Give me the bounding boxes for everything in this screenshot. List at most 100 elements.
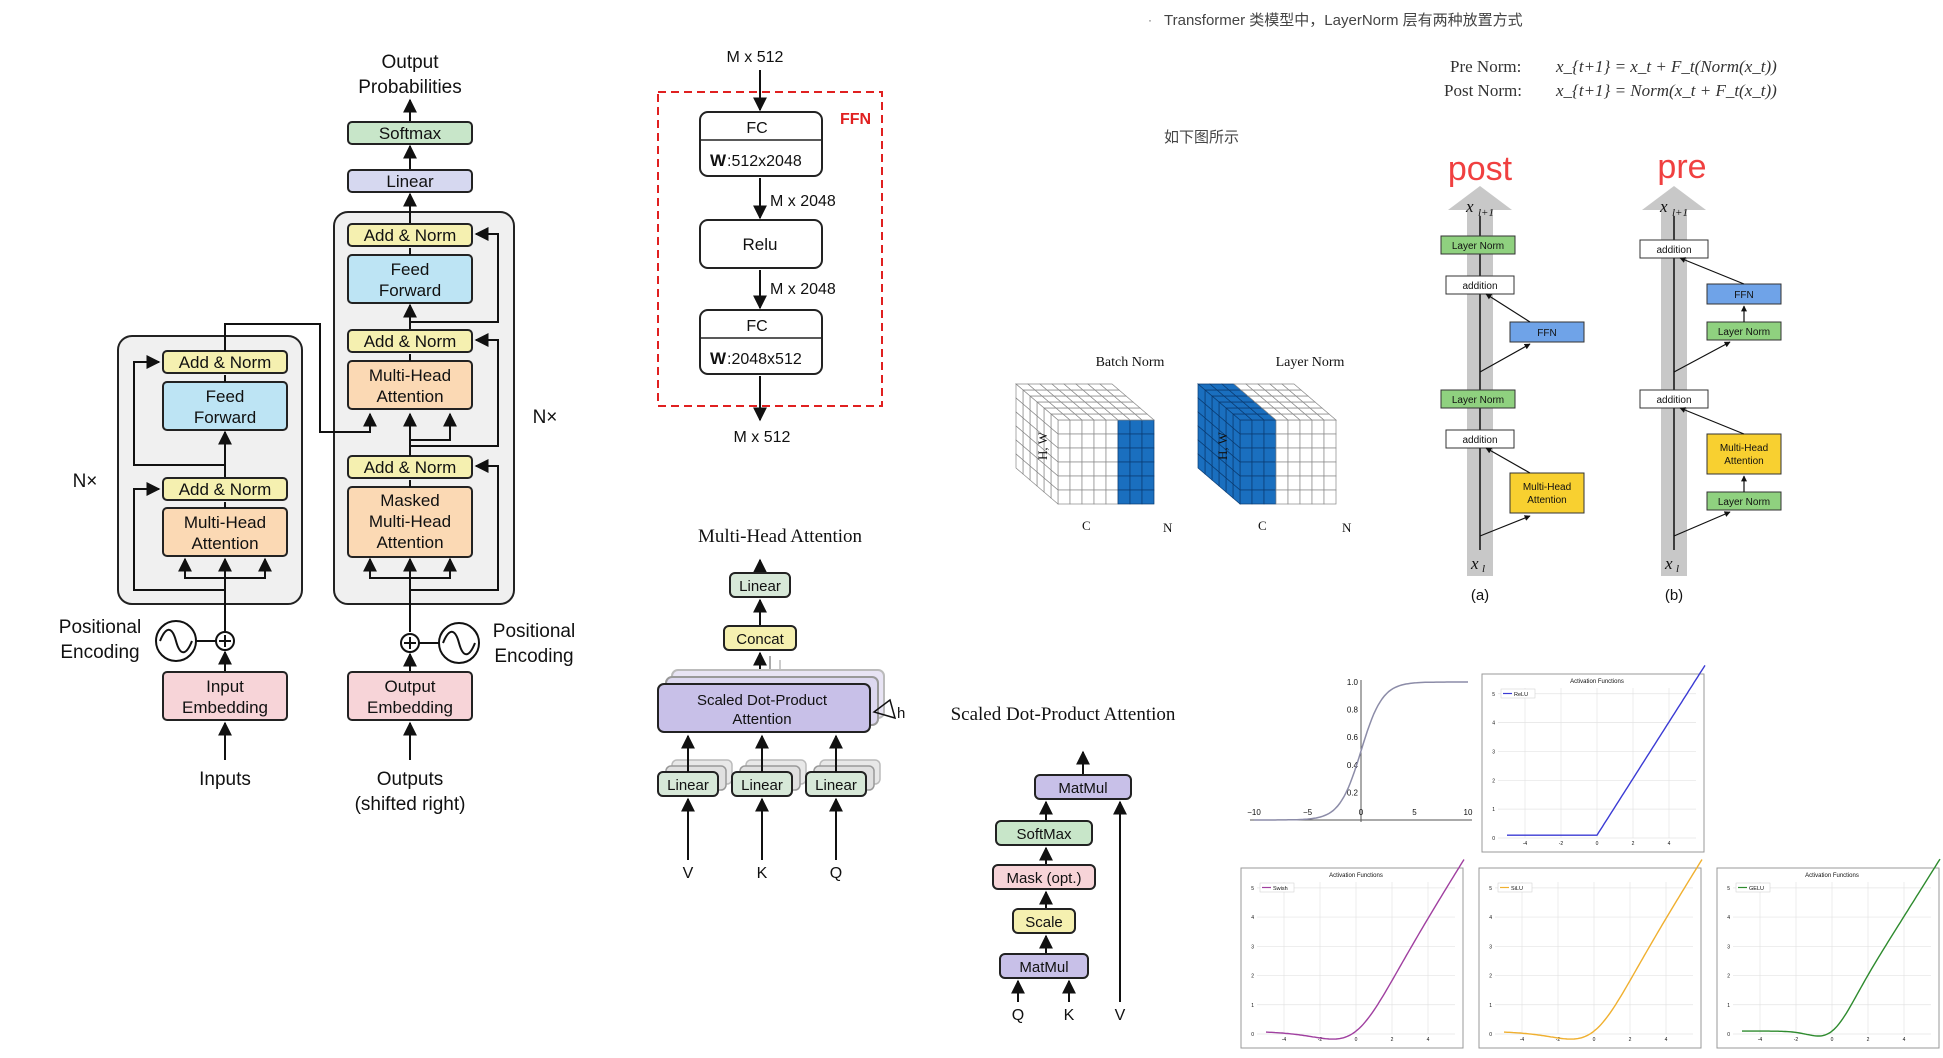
decoder-ffn-line2: Forward	[379, 281, 441, 300]
batch-cube-cell	[1093, 461, 1107, 477]
batch-axis-c: C	[1082, 518, 1091, 533]
plot-x-tick: 0	[1593, 1037, 1596, 1043]
layer-cube-cell	[1323, 475, 1337, 491]
mha-sdpa-line1: Scaled Dot-Product	[697, 692, 828, 709]
fc2-w-dims: :2048x512	[727, 351, 802, 368]
layer-cube-cell	[1239, 475, 1253, 491]
layer-cube-cell	[1275, 475, 1289, 491]
batch-cube-cell	[1129, 447, 1143, 463]
plot-x-tick: 4	[1668, 841, 1671, 847]
layer-cube-cell	[1299, 475, 1313, 491]
encoder-mha-line1: Multi-Head	[184, 513, 266, 532]
plot-legend-box	[1500, 688, 1536, 699]
fc1-w-dims: :512x2048	[727, 153, 802, 170]
layer-cube-cell	[1281, 383, 1302, 391]
batch-cube-cell	[1141, 475, 1155, 491]
layer-cube-cell	[1251, 433, 1265, 449]
layer-cube-cell	[1311, 419, 1325, 435]
mha-concat: Concat	[736, 631, 784, 648]
plot-y-tick: 3	[1489, 944, 1492, 950]
plot-legend-label: SiLU	[1511, 886, 1523, 892]
batch-cube-cell	[1117, 419, 1131, 435]
sdpa-matmul-bottom: MatMul	[1019, 959, 1068, 976]
layer-cube-cell	[1323, 489, 1337, 505]
plot-y-tick: 5	[1492, 692, 1495, 698]
input-embedding-line2: Embedding	[182, 698, 268, 717]
ffn-dashed-box	[657, 91, 883, 407]
plot-y-tick: 2	[1251, 974, 1254, 980]
batch-cube-cell	[1105, 419, 1119, 435]
norm-cubes: Batch Norm Layer Norm H, W H, W C N C N	[1015, 355, 1352, 535]
plot-x-tick: -4	[1520, 1037, 1525, 1043]
mha-linear-v: Linear	[667, 777, 709, 794]
layer-cube-cell	[1263, 461, 1277, 477]
layer-cube-cell	[1251, 475, 1265, 491]
plot-title: Activation Functions	[1805, 873, 1859, 879]
layer-cube-cell	[1239, 489, 1253, 505]
bullet-icon: ·	[1148, 13, 1152, 27]
sigmoid-x-tick: 0	[1359, 808, 1364, 817]
ffn-diagram: M x 512 FFN FC W :512x2048 M x 2048 Relu…	[657, 49, 883, 446]
encoder-ffn-line1: Feed	[206, 387, 245, 406]
batch-cube-cell	[1117, 475, 1131, 491]
post-x-bottom-sub: l	[1482, 563, 1485, 575]
post-layernorm-bottom: Layer Norm	[1452, 395, 1504, 406]
post-mha-2: Attention	[1527, 495, 1566, 506]
layer-cube-cell	[1311, 447, 1325, 463]
plot-y-tick: 4	[1489, 915, 1492, 921]
layer-cube-cell	[1275, 447, 1289, 463]
sdpa-title: Scaled Dot-Product Attention	[951, 704, 1176, 725]
outputs-label-2: (shifted right)	[355, 794, 466, 815]
plot-y-tick: 4	[1251, 915, 1254, 921]
batch-cube-cell	[1093, 489, 1107, 505]
plot-legend-box	[1735, 882, 1771, 893]
layer-cube-cell	[1251, 447, 1265, 463]
pre-ffn: FFN	[1734, 290, 1753, 301]
batch-cube-cell	[1093, 433, 1107, 449]
plot-y-tick: 1	[1489, 1003, 1492, 1009]
plot-x-tick: 4	[1903, 1037, 1906, 1043]
batch-cube-cell	[1117, 489, 1131, 505]
pre-x-bottom-sub: l	[1676, 563, 1679, 575]
decoder-add-norm-1: Add & Norm	[364, 458, 457, 477]
mha-linear-q: Linear	[815, 777, 857, 794]
batch-cube-cell	[1129, 475, 1143, 491]
sdpa-scale: Scale	[1025, 914, 1063, 931]
sigmoid-y-tick: 0.8	[1347, 706, 1359, 715]
plot-x-tick: -2	[1556, 1037, 1561, 1043]
layer-norm-title: Layer Norm	[1276, 355, 1345, 370]
softmax-label: Softmax	[379, 124, 442, 143]
caption-a: (a)	[1471, 587, 1489, 604]
post-mha-1: Multi-Head	[1523, 482, 1571, 493]
plot-x-tick: -2	[1794, 1037, 1799, 1043]
layer-cube-cell	[1263, 433, 1277, 449]
batch-cube-cell	[1069, 461, 1083, 477]
output-probabilities-label-2: Probabilities	[358, 77, 462, 98]
layer-cube-cell	[1239, 419, 1253, 435]
plot-y-tick: 0	[1492, 836, 1495, 842]
layer-cube-cell	[1263, 419, 1277, 435]
plot-legend-label: GELU	[1749, 886, 1764, 892]
batch-cube-cell	[1069, 489, 1083, 505]
plot-y-tick: 1	[1727, 1003, 1730, 1009]
batch-cube-cell	[1141, 419, 1155, 435]
linear-label: Linear	[386, 172, 434, 191]
batch-cube-cell	[1117, 461, 1131, 477]
batch-cube-cell	[1105, 433, 1119, 449]
mha-input-q: Q	[830, 865, 842, 882]
activation-plot-relu-frame	[1481, 673, 1705, 853]
decoder-mha-line2: Attention	[376, 387, 443, 406]
layer-cube-cell	[1275, 489, 1289, 505]
layer-cube-cell	[1287, 447, 1301, 463]
plot-x-tick: -2	[1318, 1037, 1323, 1043]
layer-cube-cell	[1299, 461, 1313, 477]
post-pre-diagram: post pre x l+1 x l Layer Norm addition F…	[1440, 148, 1782, 604]
encoder-pe-line1: Positional	[59, 617, 141, 638]
pre-addition-top: addition	[1656, 245, 1691, 256]
decoder-pe-line2: Encoding	[494, 646, 573, 667]
batch-cube-cell	[1105, 475, 1119, 491]
